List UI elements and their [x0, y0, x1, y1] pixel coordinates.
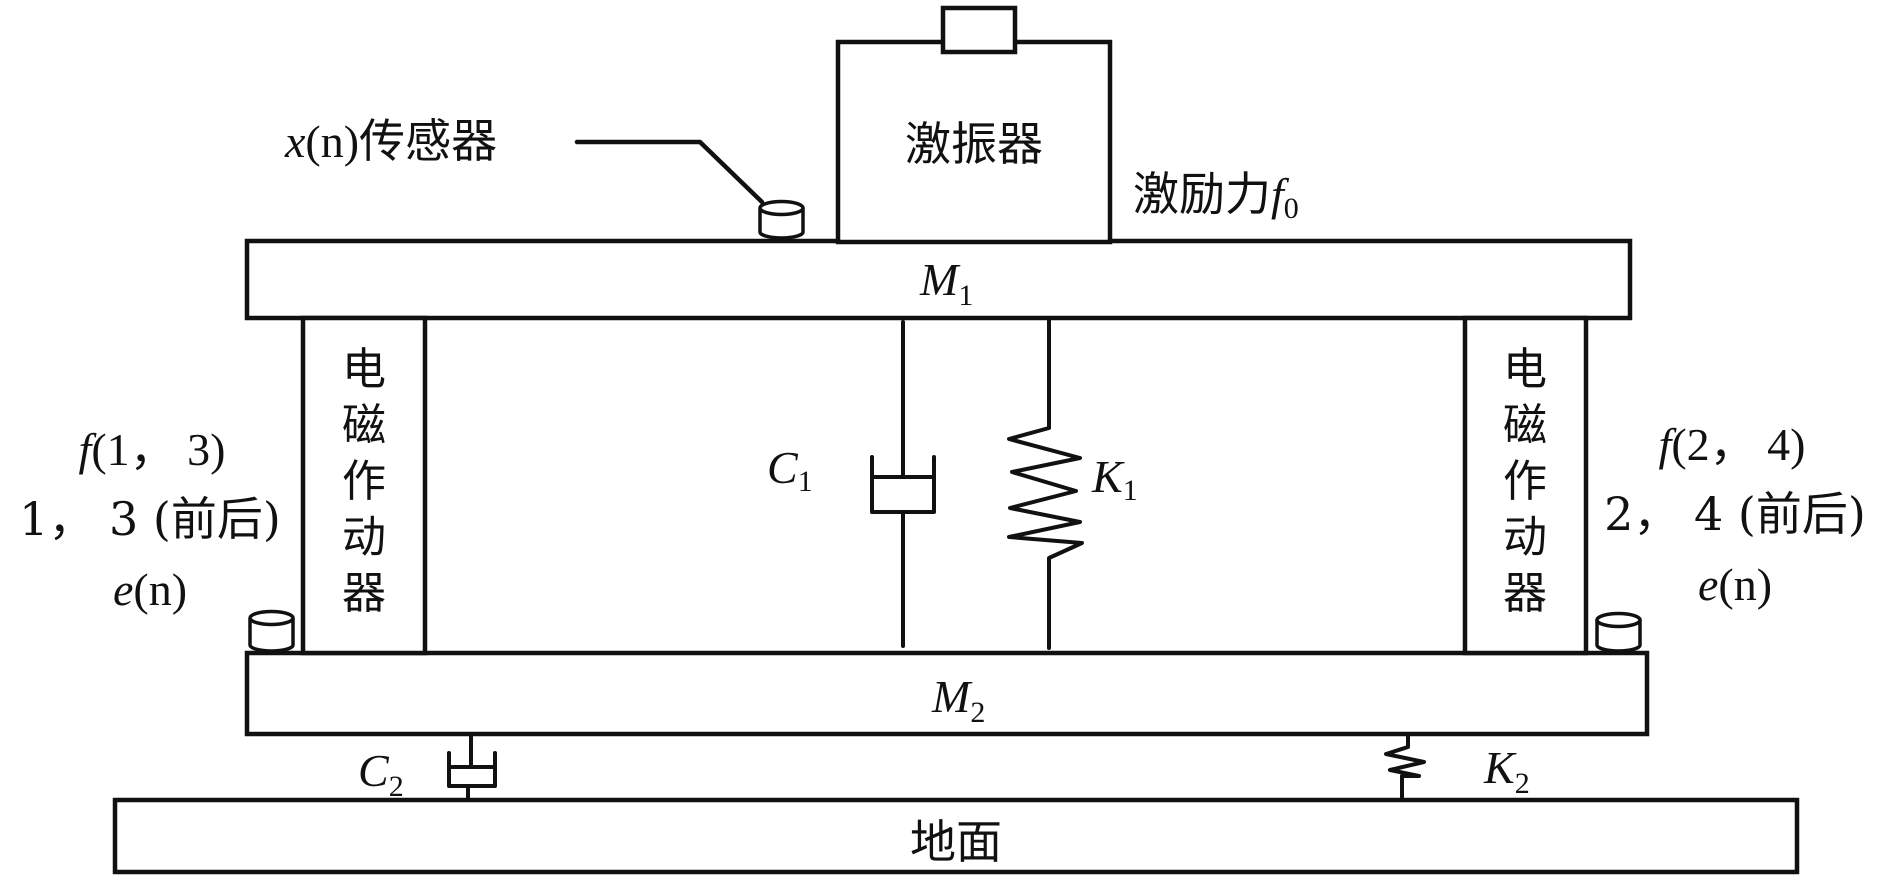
svg-text:动: 动	[342, 512, 386, 563]
exciter-label: 激振器	[905, 117, 1043, 171]
reference-sensor-label: x(n)传感器	[284, 114, 497, 168]
left-positions-label: 1， 3 (前后)	[19, 492, 281, 546]
lower-damper-c2	[447, 734, 497, 802]
lower-damper-label: C2	[358, 745, 404, 803]
ground-label: 地面	[910, 815, 1002, 869]
right-force-label: f(2， 4)	[1659, 419, 1806, 470]
upper-mass-label: M1	[919, 254, 973, 312]
left-error-label: e(n)	[113, 564, 187, 615]
excitation-force-label: 激励力f0	[1133, 167, 1299, 225]
svg-text:电: 电	[1503, 344, 1547, 395]
lower-spring-label: K2	[1483, 742, 1530, 800]
upper-mass-m1	[244, 238, 1633, 321]
svg-text:电: 电	[342, 344, 386, 395]
right-actuator-annotations: f(2， 4) 2， 4 (前后) e(n)	[1604, 419, 1866, 610]
upper-spring-label: K1	[1091, 451, 1138, 507]
left-force-label: f(1， 3)	[79, 424, 226, 475]
upper-damper-label: C1	[767, 442, 813, 498]
exciter-top-cap	[940, 5, 1018, 55]
right-error-sensor-icon	[1595, 611, 1642, 653]
sensor-leader-line	[574, 139, 765, 205]
lower-spring-k2	[1384, 734, 1426, 800]
right-actuator-label: 电 磁 作 动 器	[1503, 344, 1547, 619]
left-actuator-label: 电 磁 作 动 器	[342, 344, 386, 619]
svg-text:器: 器	[342, 568, 386, 619]
left-error-sensor-icon	[248, 609, 295, 653]
ground-block	[112, 797, 1800, 875]
svg-text:磁: 磁	[1503, 400, 1547, 451]
lower-mass-label: M2	[931, 671, 985, 729]
upper-damper-c1	[870, 320, 936, 648]
lower-mass-m2	[244, 650, 1650, 737]
svg-text:器: 器	[1503, 568, 1547, 619]
svg-text:作: 作	[1503, 456, 1547, 507]
right-actuator	[1462, 315, 1589, 656]
upper-spring-k1	[1007, 318, 1084, 650]
reference-sensor-icon	[758, 199, 805, 240]
svg-text:作: 作	[342, 456, 386, 507]
right-error-label: e(n)	[1698, 559, 1772, 610]
left-actuator	[300, 315, 428, 656]
left-actuator-annotations: f(1， 3) 1， 3 (前后) e(n)	[19, 424, 281, 615]
svg-text:动: 动	[1503, 512, 1547, 563]
svg-text:磁: 磁	[342, 400, 386, 451]
right-positions-label: 2， 4 (前后)	[1604, 487, 1866, 541]
